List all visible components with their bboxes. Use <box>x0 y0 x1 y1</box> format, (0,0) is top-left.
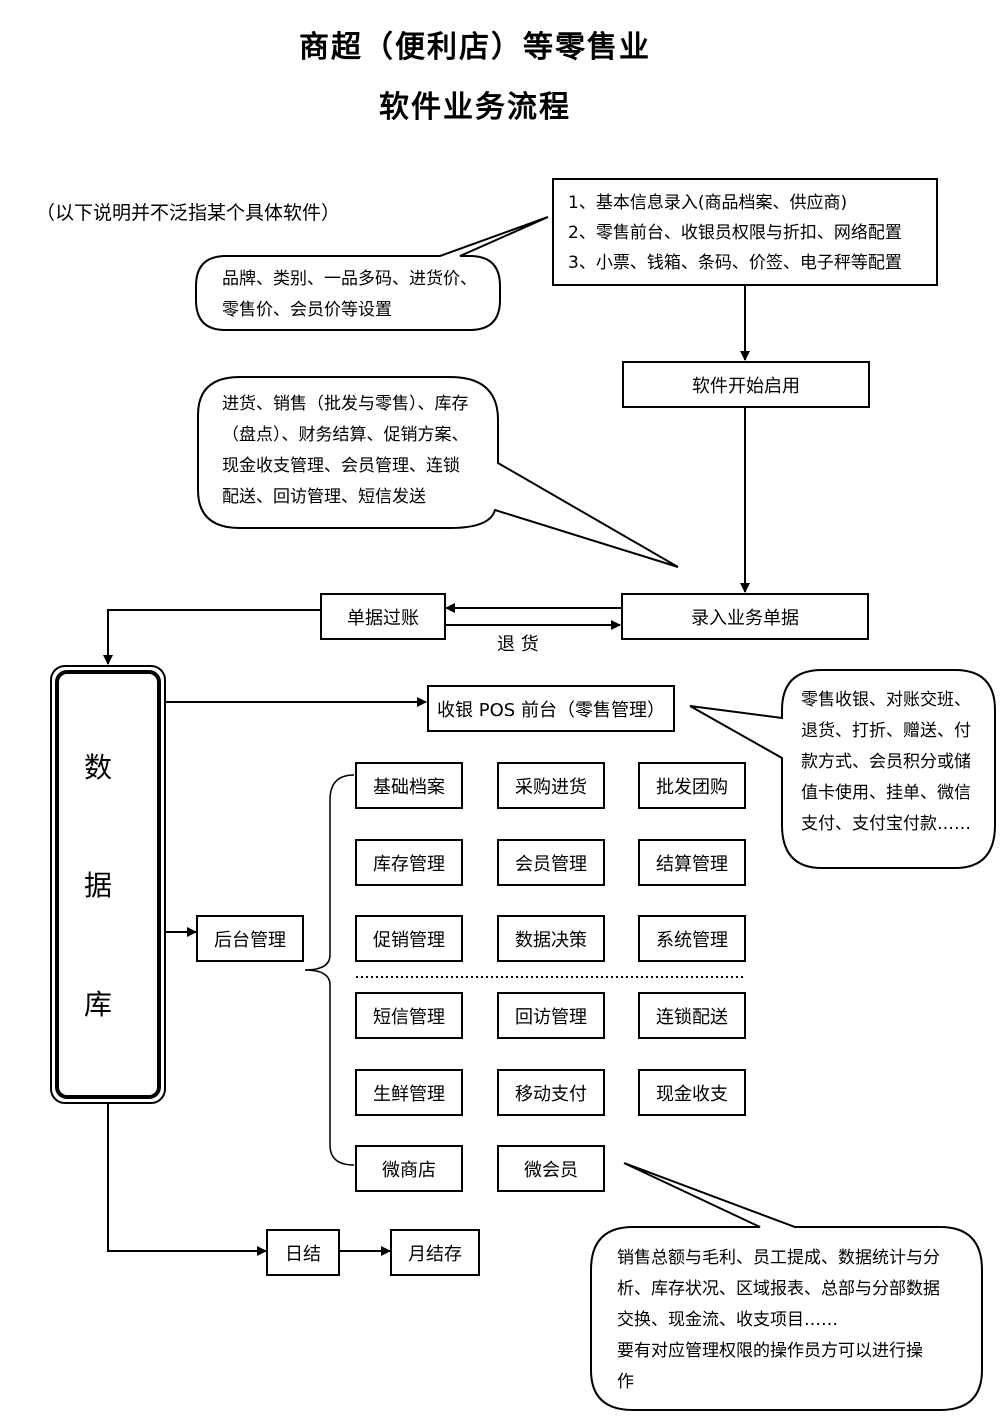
callout-line: 析、库存状况、区域报表、总部与分部数据 <box>617 1279 940 1299</box>
arrow-posting-to-database <box>103 609 321 665</box>
database-label-char: 库 <box>84 988 113 1021</box>
callout-line: 作 <box>617 1372 634 1392</box>
daily-close-node: 日结 <box>266 1229 340 1276</box>
module-system: 系统管理 <box>638 915 746 962</box>
module-membership: 会员管理 <box>497 839 605 886</box>
callout-line: 支付、支付宝付款…… <box>801 814 971 834</box>
database-label-char: 数 <box>84 751 113 784</box>
callout-basic-bubble <box>195 216 549 331</box>
callout-line: 交换、现金流、收支项目…… <box>617 1310 838 1330</box>
arrow-database-to-daily <box>107 1103 267 1256</box>
monthly-close-node: 月结存 <box>390 1229 480 1276</box>
module-sms: 短信管理 <box>355 992 463 1039</box>
callout-line: 值卡使用、挂单、微信 <box>801 783 971 803</box>
module-decision: 数据决策 <box>497 915 605 962</box>
callout-line: 零售收银、对账交班、 <box>801 690 971 710</box>
module-promotion: 促销管理 <box>355 915 463 962</box>
callout-line: 配送、回访管理、短信发送 <box>222 487 426 507</box>
callout-basic-text: 品牌、类别、一品多码、进货价、 零售价、会员价等设置 <box>222 264 477 326</box>
callout-business-bubble <box>197 376 679 568</box>
backend-brace <box>304 774 355 1166</box>
module-micro-store: 微商店 <box>355 1145 463 1192</box>
setup-line: 3、小票、钱箱、条码、价签、电子秤等配置 <box>568 253 902 273</box>
module-mobile-pay: 移动支付 <box>497 1069 605 1116</box>
module-purchase: 采购进货 <box>497 762 605 809</box>
callout-line: 零售价、会员价等设置 <box>222 300 392 320</box>
callout-pos-text: 零售收银、对账交班、 退货、打折、赠送、付 款方式、会员积分或储 值卡使用、挂单… <box>801 685 971 840</box>
module-inventory: 库存管理 <box>355 839 463 886</box>
setup-box: 1、基本信息录入(商品档案、供应商) 2、零售前台、收银员权限与折扣、网络配置 … <box>552 178 938 286</box>
module-wholesale: 批发团购 <box>638 762 746 809</box>
callout-line: （盘点）、财务结算、促销方案、 <box>222 425 469 445</box>
callout-business-text: 进货、销售（批发与零售）、库存 （盘点）、财务结算、促销方案、 现金收支管理、会… <box>222 389 469 513</box>
module-fresh: 生鲜管理 <box>355 1069 463 1116</box>
page-title: 商超（便利店）等零售业 <box>299 30 651 65</box>
database-inner <box>55 670 161 1099</box>
posting-node: 单据过账 <box>320 593 446 640</box>
callout-line: 现金收支管理、会员管理、连锁 <box>222 456 460 476</box>
pos-node: 收银 POS 前台（零售管理） <box>427 685 675 732</box>
module-followup: 回访管理 <box>497 992 605 1039</box>
callout-report-bubble <box>590 1162 983 1411</box>
database-label-char: 据 <box>84 869 113 902</box>
entry-node: 录入业务单据 <box>621 593 869 640</box>
module-chain-delivery: 连锁配送 <box>638 992 746 1039</box>
disclaimer-note: （以下说明并不泛指某个具体软件） <box>36 202 341 224</box>
callout-line: 品牌、类别、一品多码、进货价、 <box>222 269 477 289</box>
callout-report-text: 销售总额与毛利、员工提成、数据统计与分 析、库存状况、区域报表、总部与分部数据 … <box>617 1243 940 1398</box>
callout-line: 要有对应管理权限的操作员方可以进行操 <box>617 1341 923 1361</box>
module-settlement: 结算管理 <box>638 839 746 886</box>
start-node: 软件开始启用 <box>622 361 870 408</box>
callout-line: 进货、销售（批发与零售）、库存 <box>222 394 469 414</box>
return-label: 退 货 <box>497 634 539 655</box>
module-basic-archive: 基础档案 <box>355 762 463 809</box>
page-subtitle: 软件业务流程 <box>379 90 571 125</box>
module-micro-member: 微会员 <box>497 1145 605 1192</box>
backend-node: 后台管理 <box>196 915 304 962</box>
setup-line: 2、零售前台、收银员权限与折扣、网络配置 <box>568 223 902 243</box>
callout-line: 退货、打折、赠送、付 <box>801 721 971 741</box>
callout-line: 销售总额与毛利、员工提成、数据统计与分 <box>617 1248 940 1268</box>
module-cash: 现金收支 <box>638 1069 746 1116</box>
setup-line: 1、基本信息录入(商品档案、供应商) <box>568 193 848 213</box>
callout-line: 款方式、会员积分或储 <box>801 752 971 772</box>
callout-pos-bubble <box>689 669 996 869</box>
